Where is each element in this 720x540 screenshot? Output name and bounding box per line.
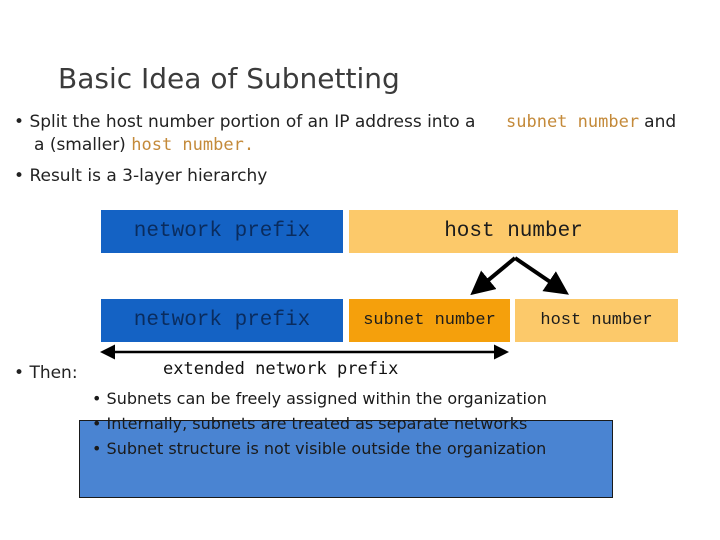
extended-prefix-label: extended network prefix: [163, 359, 399, 379]
bullet-mark: •: [92, 389, 102, 408]
bullet-mark: •: [92, 414, 102, 433]
bullet-then: • Then:: [14, 363, 78, 383]
bullet-hierarchy: • Result is a 3-layer hierarchy: [14, 166, 267, 186]
then-item-1-text: Subnets can be freely assigned within th…: [106, 389, 547, 408]
bullet-split-line2: a (smaller) host number.: [34, 135, 254, 155]
block-network-prefix-row2: network prefix: [101, 299, 343, 342]
split-arrow-icon: [470, 256, 569, 296]
block-host-number-row1: host number: [349, 210, 678, 253]
block-network-prefix-row2-label: network prefix: [133, 309, 311, 332]
bullet-then-text: Then:: [29, 363, 78, 383]
bullet-hierarchy-text: Result is a 3-layer hierarchy: [29, 166, 268, 186]
block-subnet-number: subnet number: [349, 299, 510, 342]
then-box: [79, 420, 613, 498]
block-host-number-row2: host number: [515, 299, 678, 342]
block-host-number-row2-label: host number: [540, 311, 653, 330]
bullet-split-text-c: a (smaller): [34, 135, 126, 155]
bullet-mark: •: [92, 439, 102, 458]
then-item-3: • Subnet structure is not visible outsid…: [92, 439, 546, 458]
term-host-number: host number: [131, 135, 244, 155]
then-item-3-text: Subnet structure is not visible outside …: [106, 439, 547, 458]
bullet-mark: •: [14, 112, 25, 132]
block-network-prefix-row1: network prefix: [101, 210, 343, 253]
term-subnet-number: subnet number: [506, 112, 640, 132]
then-item-1: • Subnets can be freely assigned within …: [92, 389, 547, 408]
then-item-2-text: Internally, subnets are treated as separ…: [106, 414, 528, 433]
bullet-split-text-a: Split the host number portion of an IP a…: [29, 112, 476, 132]
then-item-2: • Internally, subnets are treated as sep…: [92, 414, 527, 433]
block-host-number-row1-label: host number: [444, 220, 583, 243]
bullet-split-text-b: and: [644, 112, 677, 132]
block-subnet-number-label: subnet number: [363, 311, 496, 330]
bullet-split-text-d: .: [243, 135, 255, 155]
bullet-mark: •: [14, 166, 25, 186]
block-network-prefix-row1-label: network prefix: [133, 220, 311, 243]
bullet-split-term-line: subnet number and: [506, 112, 676, 132]
bullet-split: • Split the host number portion of an IP…: [14, 112, 475, 132]
page-title: Basic Idea of Subnetting: [58, 62, 400, 95]
bullet-mark: •: [14, 363, 25, 383]
